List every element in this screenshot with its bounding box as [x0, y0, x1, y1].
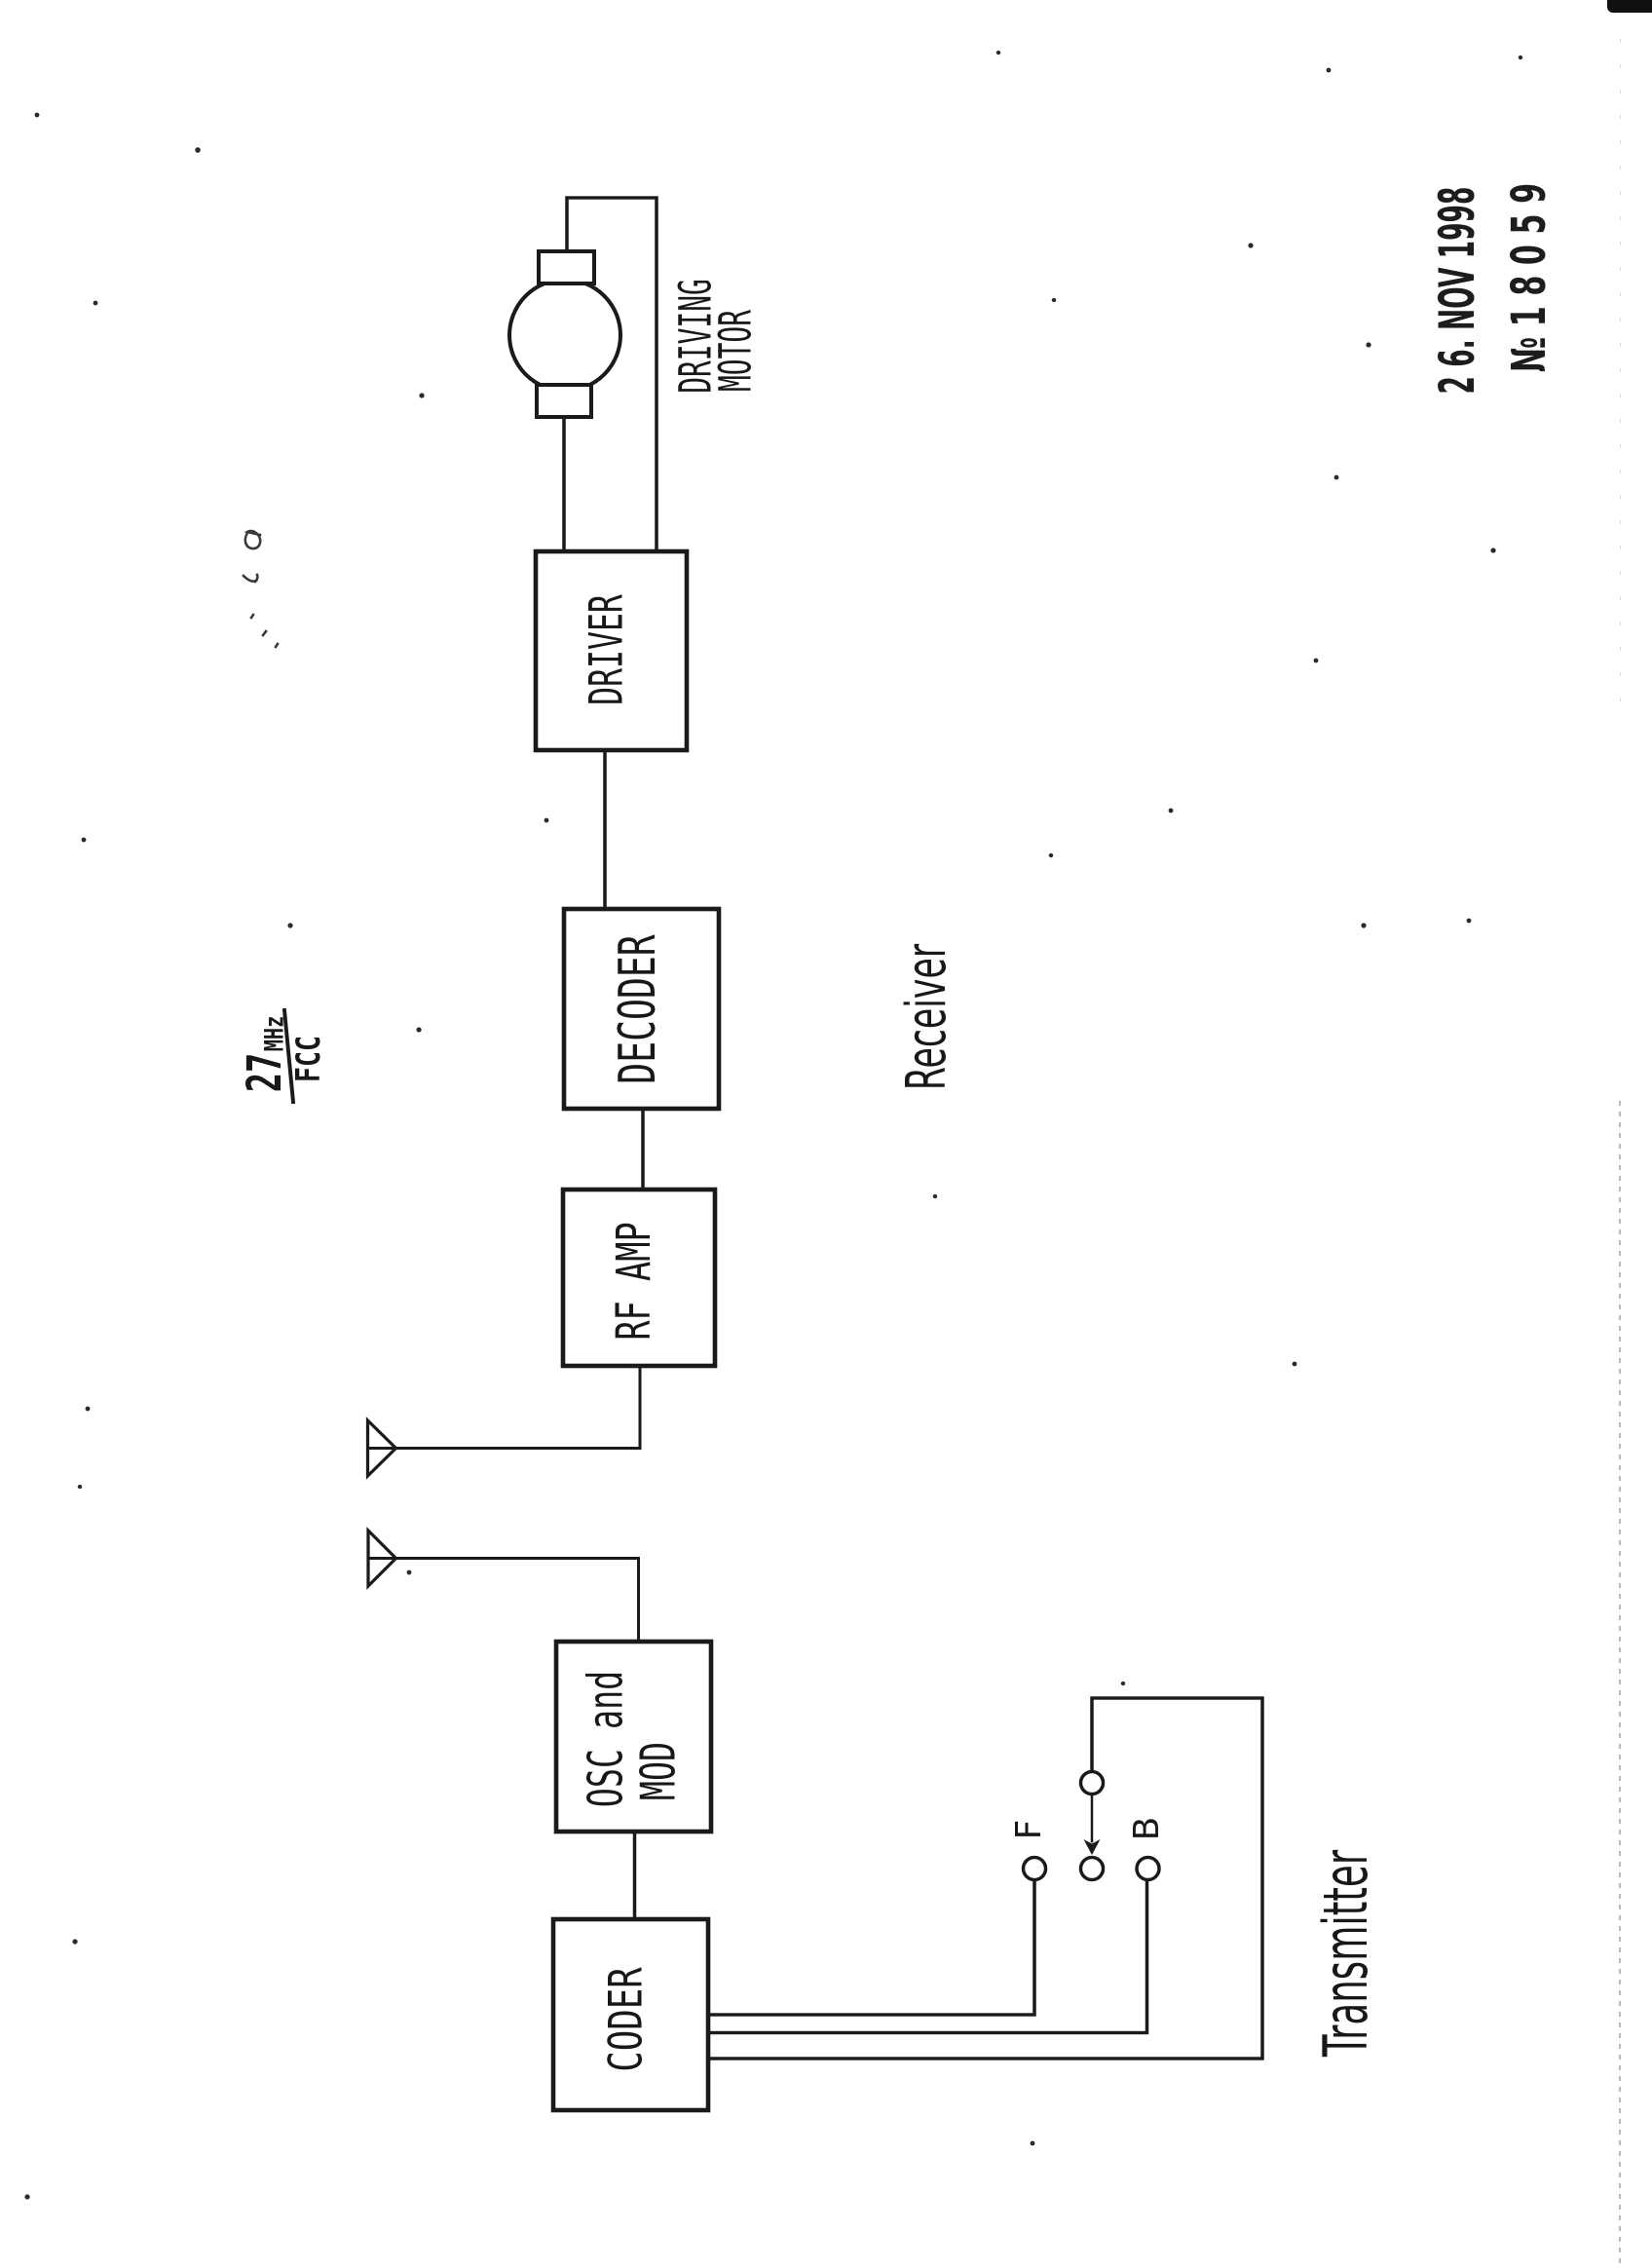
- scan-edge-streak-top: [1620, 39, 1621, 721]
- wire-coder-to-b-contact: [706, 1878, 1149, 2035]
- frequency-value: 27: [238, 1052, 292, 1093]
- osc-mod-label-line1: OSC and: [578, 1670, 634, 1808]
- motor-brush-right: [537, 249, 596, 285]
- driving-motor-label-line2: MOTOR: [709, 310, 762, 392]
- osc-mod-label-line2: MOD: [630, 1741, 687, 1801]
- scan-specks: [24, 50, 1523, 2200]
- rf-amp-label: RF AMP: [607, 1222, 661, 1341]
- transmitter-section-label: Transmitter: [1310, 1849, 1381, 2058]
- frequency-fraction-bar: [282, 1007, 296, 1105]
- switch-forward-label: F: [1009, 1819, 1049, 1840]
- switch-pole-circle: [1078, 1769, 1106, 1796]
- wire-antenna-to-osc: [367, 1557, 640, 1643]
- wire-antenna-to-rf-amp: [367, 1364, 642, 1450]
- coder-label: CODER: [599, 1967, 654, 2072]
- driver-label: DRIVER: [580, 594, 634, 705]
- center-contact-circle: [1078, 1855, 1106, 1882]
- motor-brush-left: [535, 383, 593, 419]
- frequency-regulator: FCC: [289, 1036, 328, 1082]
- pencil-squiggles: [242, 529, 280, 649]
- frequency-unit: MHz: [259, 1015, 290, 1052]
- scan-corner-smudge: [1607, 0, 1652, 13]
- driver-box: [533, 548, 690, 753]
- switch-arm-arrowhead: [1083, 1839, 1101, 1855]
- scan-edge-streak: [1619, 1101, 1621, 2268]
- motor-circle: [507, 278, 622, 393]
- received-date-stamp: 2 6. NOV 1998: [1429, 186, 1485, 395]
- switch-backward-label: B: [1127, 1816, 1167, 1841]
- wire-motor-return-loop: [565, 196, 658, 553]
- decoder-label: DECODER: [609, 934, 667, 1084]
- f-contact-circle: [1021, 1855, 1048, 1882]
- serial-number-stamp: № 1 8 0 5 9: [1502, 182, 1557, 373]
- wire-coder-to-switch-pole: [706, 1696, 1264, 2060]
- receiver-section-label: Receiver: [895, 943, 958, 1091]
- wire-coder-to-f-contact: [706, 1878, 1036, 2017]
- b-contact-circle: [1135, 1855, 1161, 1882]
